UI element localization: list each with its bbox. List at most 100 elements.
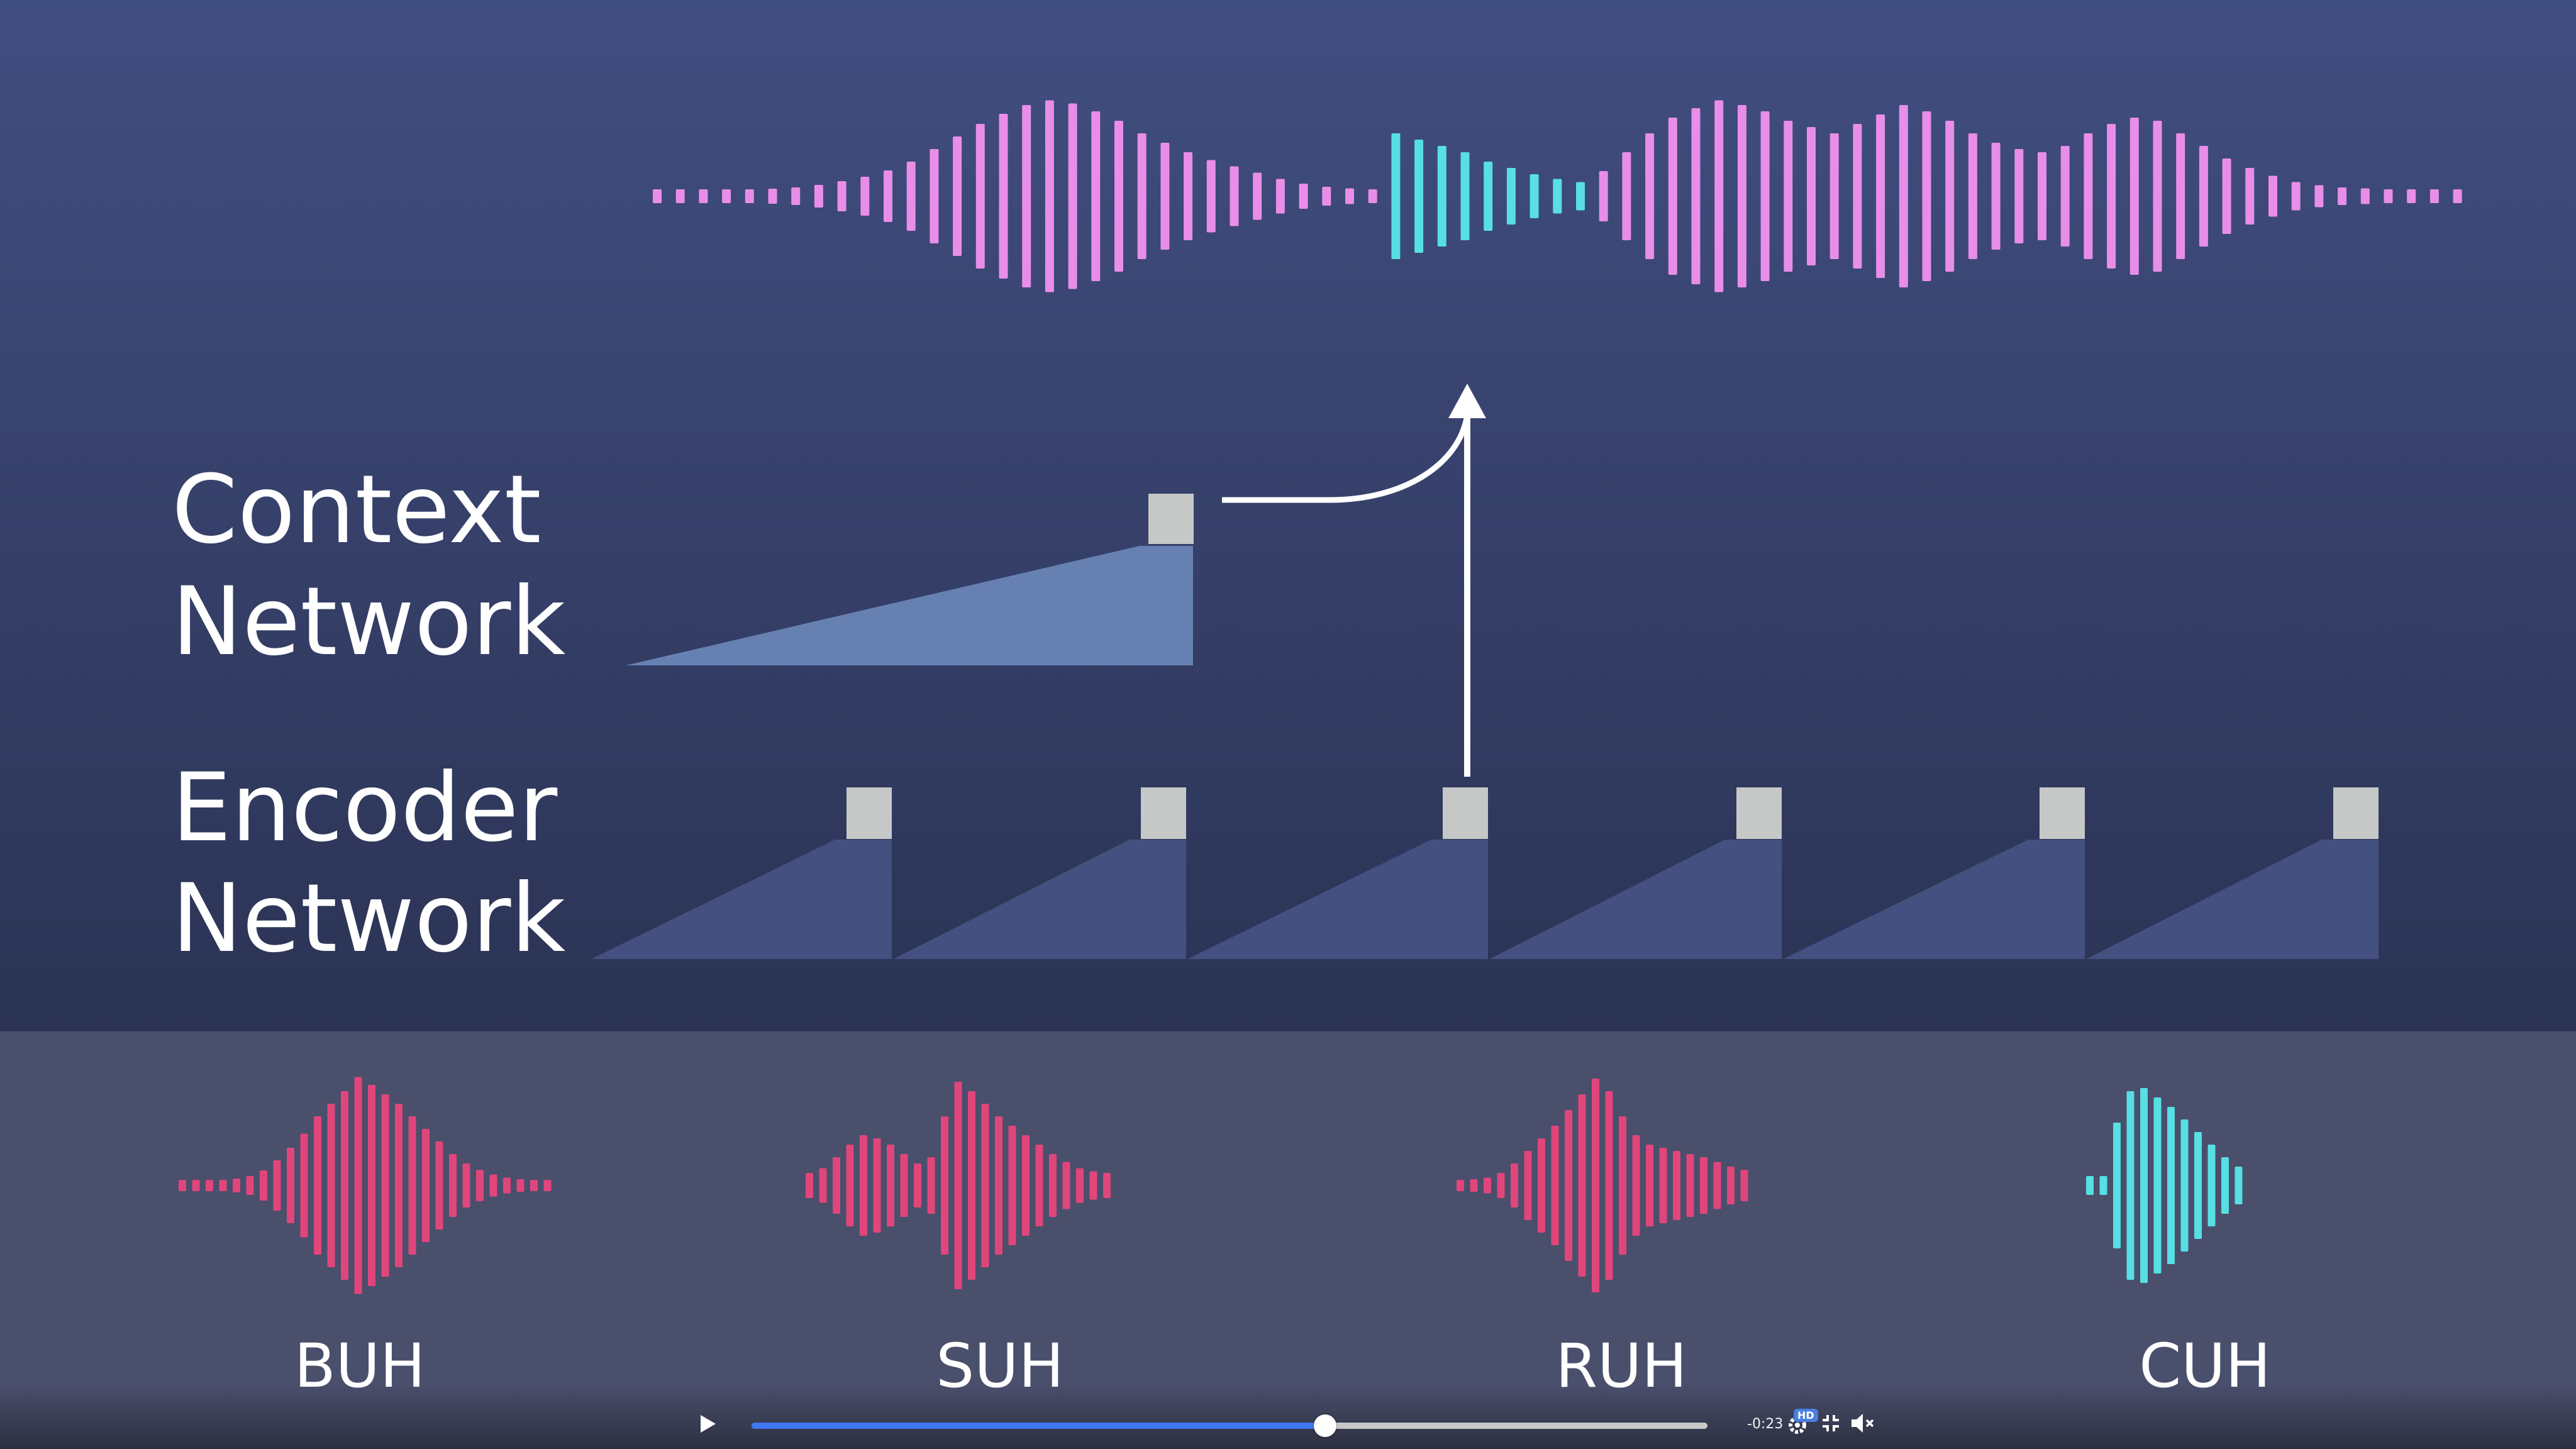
waveform-bar (791, 187, 801, 205)
waveform-bar (975, 124, 985, 269)
encoder-block (2086, 840, 2379, 959)
waveform-bar (722, 189, 731, 203)
context-to-output-arrow (1222, 414, 1470, 503)
phoneme-waveform-bar (408, 1116, 416, 1255)
player-controls-bar (0, 1384, 2576, 1449)
progress-scrubber[interactable] (1314, 1414, 1336, 1437)
waveform-bar (2038, 152, 2046, 240)
phoneme-waveform-bar (381, 1094, 389, 1277)
waveform-bar (2429, 189, 2439, 203)
waveform-bar (1899, 105, 1908, 287)
waveform-bar (1068, 103, 1077, 289)
waveform-bar (2314, 185, 2324, 208)
phoneme-waveform-bar (260, 1170, 267, 1201)
waveform-bar (1991, 143, 2001, 250)
waveform-bar (1299, 184, 1308, 209)
encoder-token (2040, 787, 2085, 839)
speaker-muted-icon (1852, 1414, 1874, 1433)
progress-bar[interactable] (752, 1414, 1707, 1437)
waveform-bar (1091, 111, 1101, 281)
phoneme-waveform-bar (1592, 1079, 1599, 1292)
phoneme-waveform-bar (1565, 1110, 1572, 1261)
phoneme-waveform-bar (1727, 1167, 1735, 1204)
context-label-line2: Network (172, 567, 565, 677)
phoneme-waveform-bar (2180, 1119, 2189, 1252)
waveform-bar (837, 181, 847, 211)
phoneme-waveform-bar (435, 1141, 443, 1230)
waveform-bar (1275, 179, 1285, 214)
phoneme-waveform-bar (2167, 1107, 2175, 1264)
waveform-bar (1599, 171, 1608, 221)
waveform-bar (1922, 111, 1931, 281)
phoneme-waveform-bar (873, 1138, 881, 1233)
phoneme-waveform-bar (300, 1133, 308, 1238)
waveform-bar (1853, 124, 1862, 269)
phoneme-waveform-bar (246, 1176, 254, 1195)
phoneme-waveform-bar (503, 1177, 511, 1194)
phoneme-waveform-bar (395, 1104, 402, 1267)
encoder-block (591, 840, 892, 959)
waveform-bar (1206, 160, 1216, 233)
phoneme-waveform-bar (449, 1154, 457, 1217)
scene-background (0, 0, 2576, 1035)
exit-fullscreen-icon (1823, 1415, 1839, 1431)
phoneme-waveform-bar (941, 1116, 948, 1255)
phoneme-waveform-bar (1511, 1163, 1518, 1208)
encoder-label-line1: Encoder (172, 753, 558, 863)
phoneme-waveform-bar (2221, 1157, 2229, 1214)
phoneme-waveform-bar (887, 1145, 894, 1226)
waveform-bar (1230, 166, 1239, 226)
waveform-bar (675, 189, 685, 203)
phoneme-waveform-bar (1484, 1177, 1491, 1194)
phoneme-waveform-bar (1700, 1157, 1707, 1214)
waveform-bar (1137, 133, 1146, 259)
phoneme-waveform-bar (476, 1170, 484, 1201)
context-token (1148, 494, 1194, 544)
phoneme-waveform-bar (981, 1104, 989, 1267)
phoneme-waveform-bar (833, 1157, 840, 1214)
phoneme-waveform-bar (1062, 1162, 1070, 1209)
waveform-bar (1160, 143, 1170, 250)
waveform-bar (1622, 152, 1631, 240)
waveform-bar (1829, 133, 1839, 259)
phoneme-waveform-bar (287, 1148, 294, 1223)
phoneme-waveform-bar (462, 1163, 470, 1208)
waveform-bar (2268, 175, 2277, 217)
mute-button[interactable] (1848, 1409, 1877, 1438)
waveform-bar (1184, 152, 1193, 240)
time-remaining: -0:23 (1747, 1416, 1784, 1432)
waveform-bar (1322, 187, 1331, 206)
waveform-bar (1022, 105, 1031, 287)
phoneme-waveform-bar (233, 1179, 240, 1192)
phoneme-waveform-bar (2153, 1097, 2162, 1274)
waveform-bar (1668, 118, 1677, 275)
phoneme-waveform-bar (1457, 1180, 1464, 1191)
phoneme-waveform-bar (354, 1077, 362, 1294)
waveform-bar (999, 114, 1008, 279)
waveform-bar (2360, 188, 2370, 204)
exit-fullscreen-button[interactable] (1816, 1409, 1845, 1438)
waveform-bar (860, 177, 870, 216)
phoneme-waveform-bar (1497, 1173, 1505, 1198)
waveform-bar (2245, 168, 2255, 225)
waveform-bar (953, 136, 962, 256)
encoder-token (1141, 787, 1186, 839)
progress-fill (752, 1423, 1325, 1429)
waveform-bar (2014, 149, 2024, 243)
phoneme-waveform-bar (219, 1180, 227, 1191)
waveform-bar (906, 162, 916, 231)
play-button[interactable] (692, 1409, 722, 1439)
waveform-bar (653, 189, 662, 203)
waveform-bar (1760, 111, 1770, 281)
phoneme-waveform-bar (2207, 1145, 2216, 1226)
waveform-bar (2291, 182, 2301, 211)
phoneme-waveform-bar (914, 1163, 921, 1208)
phoneme-waveform-bar (314, 1116, 321, 1255)
encoder-block (1783, 840, 2085, 959)
phoneme-waveform-bar (2126, 1091, 2135, 1280)
waveform-bar (2060, 146, 2070, 247)
phoneme-waveform-bar (1646, 1145, 1653, 1226)
waveform-bar (2453, 189, 2462, 203)
phoneme-waveform-bar (860, 1135, 867, 1236)
waveform-bar (1807, 127, 1816, 265)
